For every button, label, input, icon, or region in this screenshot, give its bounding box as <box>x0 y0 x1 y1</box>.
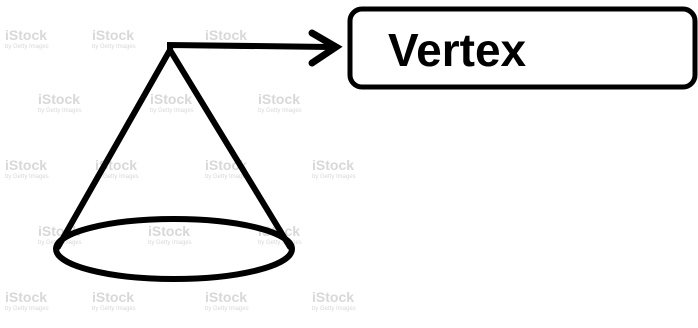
svg-text:by Getty Images: by Getty Images <box>5 306 49 312</box>
svg-text:by Getty Images: by Getty Images <box>205 306 249 312</box>
svg-text:iStock: iStock <box>205 27 247 43</box>
svg-text:by Getty Images: by Getty Images <box>312 174 356 180</box>
svg-text:by Getty Images: by Getty Images <box>92 306 136 312</box>
svg-text:iStock: iStock <box>5 157 47 173</box>
svg-text:iStock: iStock <box>205 289 247 305</box>
watermark: iStock by Getty Images <box>5 289 49 312</box>
svg-text:iStock: iStock <box>312 157 354 173</box>
svg-text:iStock: iStock <box>92 27 134 43</box>
svg-text:by Getty Images: by Getty Images <box>312 306 356 312</box>
svg-text:iStock: iStock <box>258 91 300 107</box>
svg-text:by Getty Images: by Getty Images <box>258 240 302 246</box>
vertex-pointer-arrow <box>170 33 336 63</box>
watermark: iStock by Getty Images <box>5 157 49 180</box>
svg-text:by Getty Images: by Getty Images <box>148 240 192 246</box>
svg-text:by Getty Images: by Getty Images <box>38 108 82 114</box>
svg-text:by Getty Images: by Getty Images <box>150 108 194 114</box>
vertex-label-box: Vertex <box>350 9 695 87</box>
svg-text:by Getty Images: by Getty Images <box>258 108 302 114</box>
svg-text:iStock: iStock <box>38 91 80 107</box>
watermark: iStock by Getty Images <box>150 91 194 114</box>
svg-text:iStock: iStock <box>5 27 47 43</box>
svg-text:by Getty Images: by Getty Images <box>92 44 136 50</box>
svg-text:iStock: iStock <box>312 289 354 305</box>
svg-text:by Getty Images: by Getty Images <box>205 174 249 180</box>
svg-text:iStock: iStock <box>5 289 47 305</box>
svg-text:iStock: iStock <box>148 223 190 239</box>
watermark: iStock by Getty Images <box>258 91 302 114</box>
svg-text:iStock: iStock <box>150 91 192 107</box>
svg-text:by Getty Images: by Getty Images <box>5 44 49 50</box>
watermark: iStock by Getty Images <box>148 223 192 246</box>
svg-text:by Getty Images: by Getty Images <box>5 174 49 180</box>
watermark: iStock by Getty Images <box>92 27 136 50</box>
svg-text:iStock: iStock <box>92 289 134 305</box>
vertex-label: Vertex <box>388 24 527 76</box>
watermark: iStock by Getty Images <box>312 157 356 180</box>
watermark: iStock by Getty Images <box>38 91 82 114</box>
watermark: iStock by Getty Images <box>5 27 49 50</box>
arrow-shaft <box>170 45 330 53</box>
watermark: iStock by Getty Images <box>312 289 356 312</box>
watermark: iStock by Getty Images <box>205 289 249 312</box>
watermark: iStock by Getty Images <box>92 289 136 312</box>
